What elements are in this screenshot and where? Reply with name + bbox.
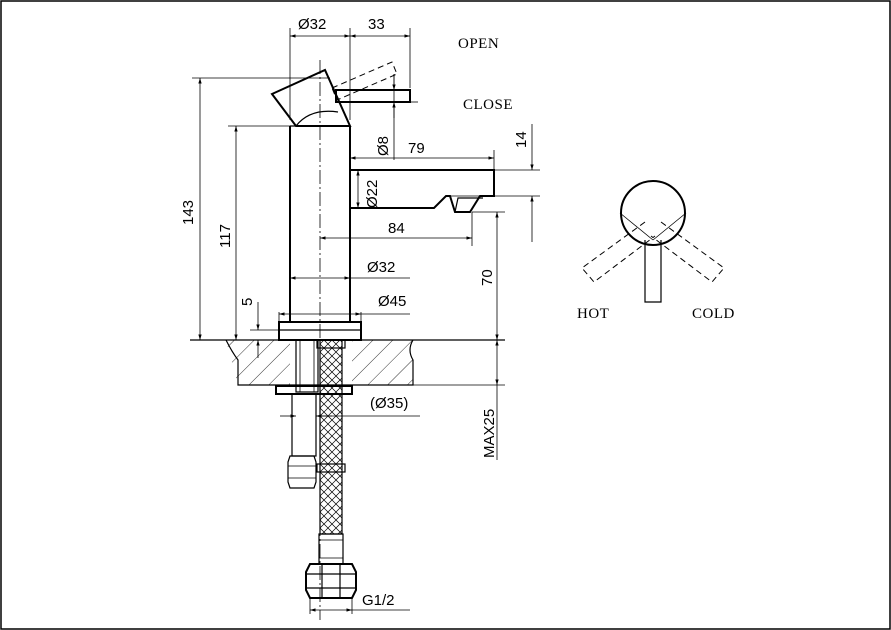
countertop-section — [190, 339, 505, 386]
dim-reach-total: 84 — [388, 220, 405, 237]
dim-base-dia: Ø45 — [378, 293, 406, 310]
dimension-labels: Ø32 33 Ø8 79 14 Ø22 84 Ø32 Ø45 143 117 5… — [180, 16, 530, 609]
dim-base-height: 5 — [239, 298, 256, 306]
dim-connector: G1/2 — [362, 592, 395, 609]
dimension-lines — [192, 28, 540, 614]
dim-body-dia: Ø32 — [367, 259, 395, 276]
open-label: OPEN — [458, 36, 499, 52]
dim-total-height: 143 — [180, 200, 197, 225]
handle-top-view — [581, 180, 725, 303]
dim-lever-dia: Ø8 — [375, 136, 392, 156]
dim-outlet-height: 70 — [479, 269, 496, 286]
dim-body-height: 117 — [217, 224, 234, 248]
dim-spout-tip: 14 — [513, 131, 530, 148]
dim-spout-dia: Ø32 — [298, 16, 326, 33]
dim-thread-dia: (Ø35) — [370, 395, 408, 412]
cold-label: COLD — [692, 306, 735, 322]
dim-spout-reach: 79 — [408, 140, 425, 157]
hot-label: HOT — [577, 306, 609, 322]
dim-spout-tube-dia: Ø22 — [364, 180, 381, 208]
dim-lever-len: 33 — [368, 16, 385, 33]
dim-max-deck: MAX25 — [481, 409, 498, 458]
under-counter-fittings — [275, 339, 357, 599]
close-label: CLOSE — [463, 97, 513, 113]
